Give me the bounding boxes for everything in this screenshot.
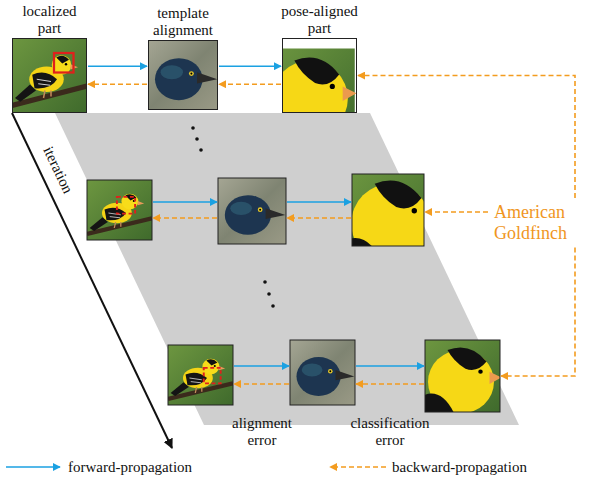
backward-arrow: [219, 83, 281, 85]
drawing-part: [204, 368, 221, 384]
drawing-part: [348, 171, 440, 263]
drawing-part: [168, 345, 233, 405]
forward-arrow: [153, 201, 217, 203]
backward-arrow: [153, 217, 217, 219]
tile-frame: [352, 174, 424, 246]
part-image: [425, 340, 502, 413]
drawing-part: [290, 340, 355, 405]
drawing-part: [267, 292, 271, 296]
template-image: [290, 340, 355, 405]
forward-arrow: [287, 201, 351, 203]
image-tile: localized part: [12, 38, 87, 113]
label-feedback-arrow: [425, 211, 488, 213]
axis-label: iteration: [40, 144, 76, 196]
iteration-plane: [55, 113, 519, 425]
drawing-part: [425, 340, 502, 413]
drawing-part: [195, 137, 199, 141]
backward-arrow: [234, 383, 289, 385]
drawing-part: [263, 280, 267, 284]
tile-frame: [290, 340, 355, 405]
backward-arrow: [287, 217, 351, 219]
column-heading: template alignment: [144, 5, 222, 38]
tile-frame: [218, 178, 286, 244]
legend-sample-forward: [6, 466, 60, 468]
bird-image: [12, 38, 87, 113]
drawing-part: [117, 197, 135, 214]
legend-sample-backward: [330, 466, 386, 468]
legend-text: backward-propagation: [392, 459, 527, 476]
tile-frame: [87, 180, 152, 240]
backward-arrow: [358, 76, 575, 199]
backward-arrow: [88, 83, 147, 85]
iteration-axis: [12, 113, 172, 448]
class-label: American Goldfinch: [488, 198, 588, 247]
drawing-part: [218, 178, 286, 244]
backward-arrow: [356, 383, 424, 385]
image-tile: template alignment: [148, 40, 218, 110]
drawing-part: [271, 304, 275, 308]
label-feedback-arrow: [501, 247, 575, 376]
class-name: American Goldfinch: [494, 202, 582, 243]
forward-arrow: [234, 365, 289, 367]
column-heading: pose-aligned part: [281, 3, 359, 36]
error-label: alignment error: [222, 415, 302, 448]
ellipsis-dots: [191, 126, 275, 308]
tile-frame: [425, 340, 500, 412]
legend-text: forward-propagation: [68, 459, 192, 476]
drawing-part: [191, 126, 195, 130]
part-image: [348, 171, 440, 263]
drawing-part: [12, 38, 87, 113]
error-label: classification error: [345, 415, 435, 448]
tile-frame: [168, 345, 233, 405]
drawing-part: [148, 40, 218, 110]
template-image: [218, 178, 286, 244]
drawing-part: [199, 148, 203, 152]
template-image: [148, 40, 218, 110]
image-tile: pose-aligned part: [282, 38, 357, 113]
bird-image: [168, 345, 233, 405]
forward-arrow: [356, 365, 424, 367]
forward-arrow: [219, 65, 281, 67]
forward-arrow: [88, 65, 147, 67]
drawing-part: [54, 53, 74, 73]
bird-image: [87, 180, 152, 240]
drawing-part: [87, 180, 152, 240]
column-heading: localized part: [11, 3, 89, 36]
